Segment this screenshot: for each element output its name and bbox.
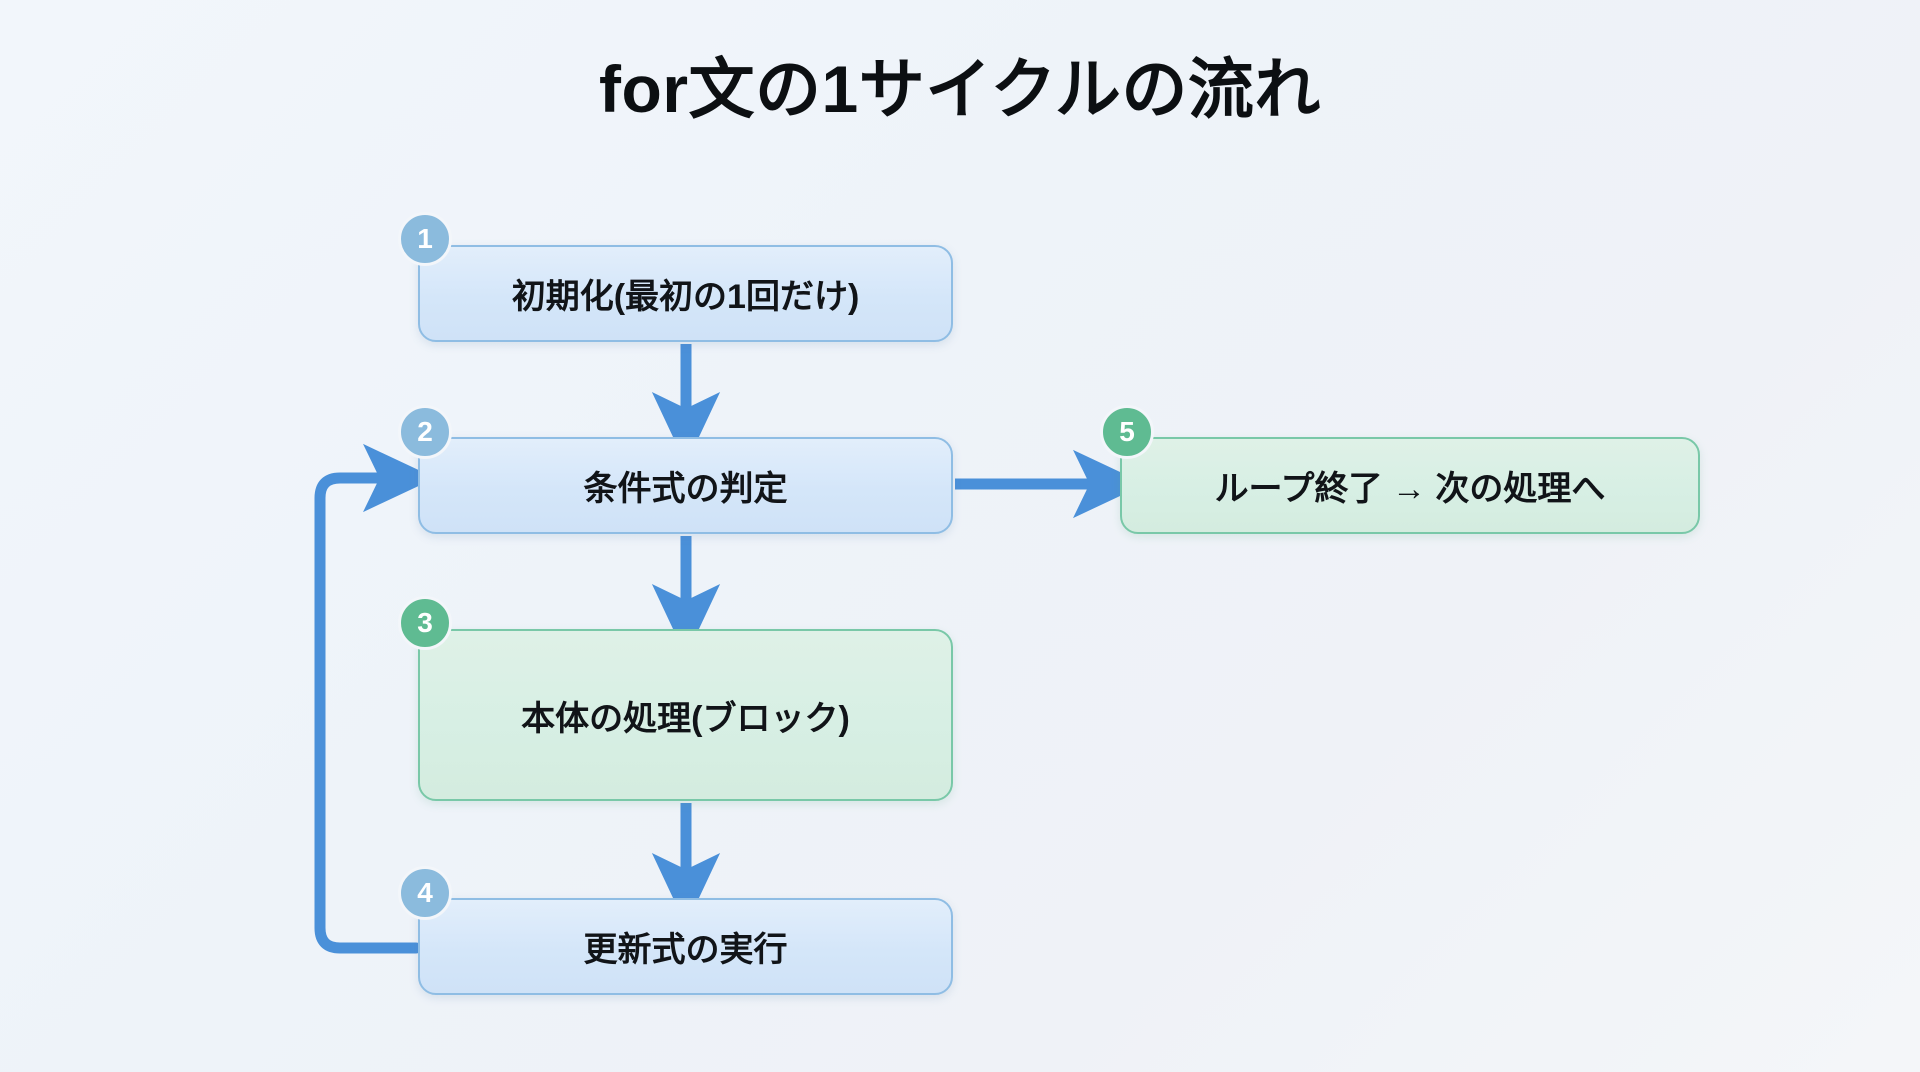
step-badge-5: 5 [1100, 405, 1154, 459]
flow-node-loop-end[interactable]: ループ終了 → 次の処理へ [1120, 437, 1700, 534]
flow-node-body[interactable]: 本体の処理(ブロック) [418, 629, 953, 801]
flow-node-loop-end-label: ループ終了 → 次の処理へ [1214, 470, 1606, 508]
step-badge-3-number: 3 [417, 607, 433, 638]
step-badge-2: 2 [398, 405, 452, 459]
step-badge-2-number: 2 [417, 416, 433, 447]
page-title: for文の1サイクルの流れ [599, 52, 1321, 126]
step-badge-4: 4 [398, 866, 452, 920]
flow-node-condition-label: 条件式の判定 [583, 470, 788, 508]
flow-node-condition[interactable]: 条件式の判定 [418, 437, 953, 534]
flow-node-initialize-label: 初期化(最初の1回だけ) [511, 278, 860, 316]
step-badge-4-number: 4 [417, 877, 433, 908]
flow-node-update-label: 更新式の実行 [583, 931, 788, 969]
flow-node-update[interactable]: 更新式の実行 [418, 898, 953, 995]
step-badge-5-number: 5 [1119, 416, 1135, 447]
flow-node-body-label: 本体の処理(ブロック) [521, 699, 850, 738]
step-badge-1-number: 1 [417, 223, 433, 254]
flow-node-initialize[interactable]: 初期化(最初の1回だけ) [418, 245, 953, 342]
step-badge-1: 1 [398, 212, 452, 266]
step-badge-3: 3 [398, 596, 452, 650]
